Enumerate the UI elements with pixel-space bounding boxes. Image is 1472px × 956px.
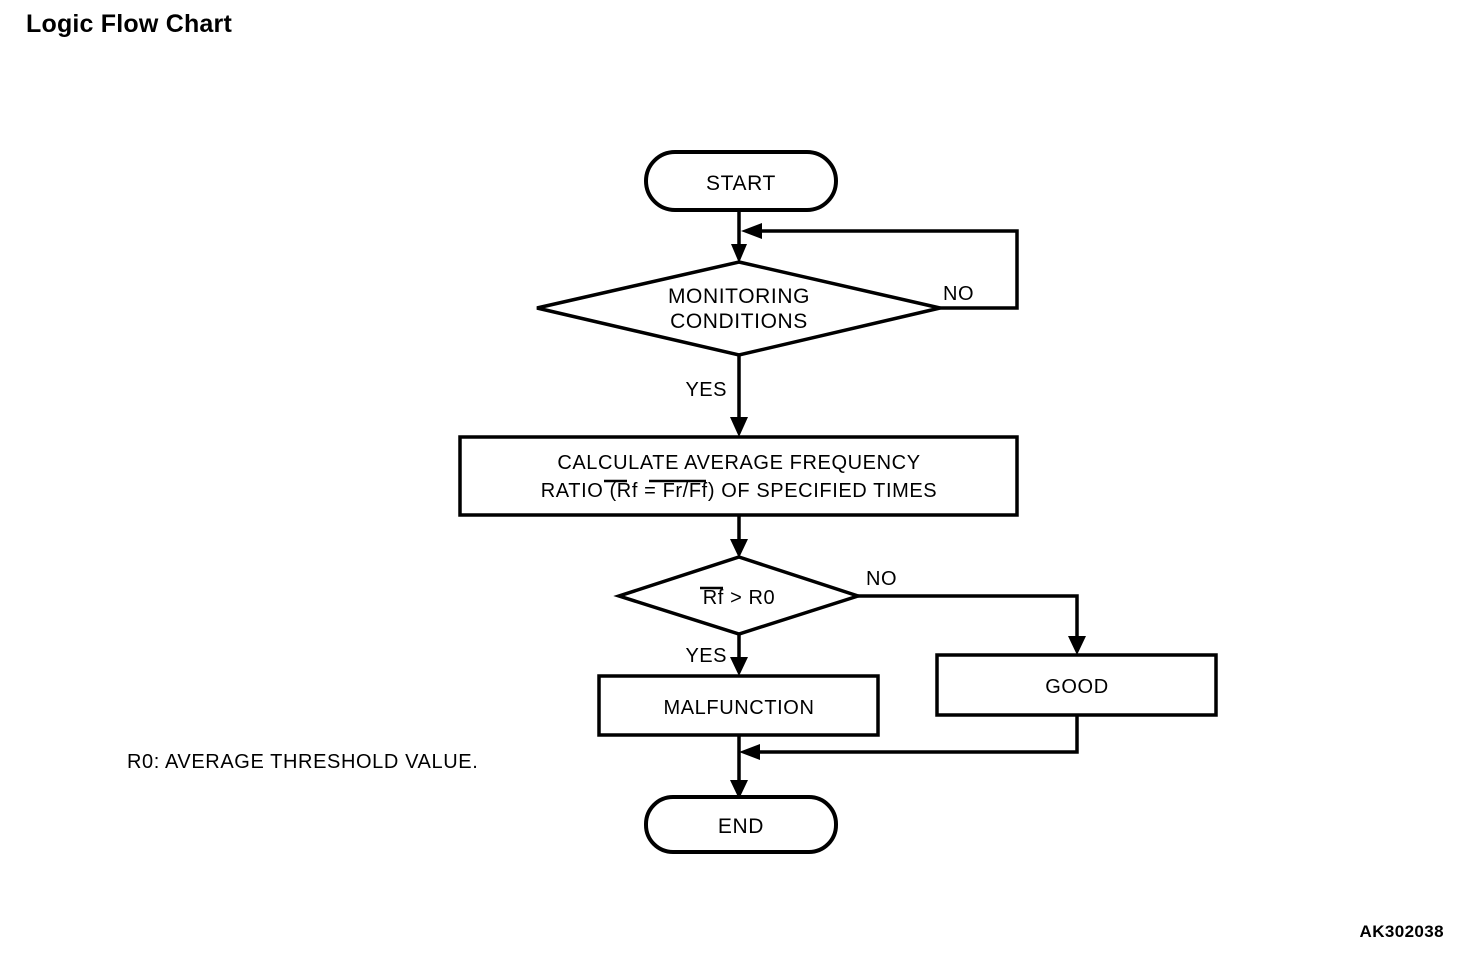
arrowhead-down (730, 539, 748, 558)
edge-malfunction-to-end (730, 735, 748, 799)
edge-monitoring-no-loop: NO (741, 223, 1019, 310)
edge-start-to-monitoring (731, 210, 747, 263)
arrowhead-down (731, 244, 747, 263)
arrowhead-left (741, 223, 762, 239)
arrowhead-down (730, 780, 748, 799)
watermark-code: AK302038 (1359, 922, 1444, 941)
start-shape (644, 150, 838, 212)
calculate-line2-pre: RATIO ( (541, 480, 617, 502)
calculate-line2-post: ) OF SPECIFIED TIMES (708, 480, 937, 502)
arrowhead-down (730, 657, 748, 676)
edge-compare-yes: YES (685, 634, 748, 676)
arrowhead-down (730, 417, 748, 437)
malfunction-label: MALFUNCTION (663, 697, 814, 719)
node-end: END (644, 795, 838, 854)
start-label: START (706, 172, 776, 195)
compare-label: Rf > R0 (703, 587, 776, 609)
calculate-label-line2: RATIO (Rf = Fr/Ff) OF SPECIFIED TIMES (541, 480, 938, 502)
arrowhead-down (1068, 636, 1086, 655)
branch-label-monitoring-no: NO (943, 283, 974, 305)
node-monitoring-conditions: MONITORING CONDITIONS (536, 260, 941, 357)
monitoring-label-line1: MONITORING (668, 285, 810, 308)
edge-good-to-end (739, 715, 1079, 760)
end-label: END (718, 815, 764, 838)
node-calculate: CALCULATE AVERAGE FREQUENCY RATIO (Rf = … (458, 435, 1019, 517)
legend-note: R0: AVERAGE THRESHOLD VALUE. (127, 751, 478, 773)
calculate-line2-mid: = (638, 480, 663, 502)
end-shape (644, 795, 838, 854)
calculate-line2-var1: Rf (617, 480, 638, 502)
page-title: Logic Flow Chart (26, 10, 232, 38)
compare-label-var: Rf (703, 587, 724, 609)
edge-compare-no: NO (858, 568, 1086, 655)
branch-label-compare-no: NO (866, 568, 897, 590)
monitoring-shape (536, 260, 941, 357)
node-compare: Rf > R0 (613, 555, 864, 636)
calculate-line2-var2: Fr/Ff (663, 480, 708, 502)
node-start: START (644, 150, 838, 212)
node-malfunction: MALFUNCTION (597, 674, 880, 737)
edge-calculate-to-compare (730, 515, 748, 558)
good-shape (935, 653, 1218, 717)
monitoring-label-line2: CONDITIONS (670, 310, 808, 333)
branch-label-monitoring-yes: YES (685, 379, 727, 401)
node-good: GOOD (935, 653, 1218, 717)
branch-label-compare-yes: YES (685, 645, 727, 667)
edge-monitoring-yes: YES (685, 355, 748, 437)
arrowhead-left (739, 744, 760, 760)
compare-label-rest: > R0 (724, 587, 775, 609)
good-label: GOOD (1045, 676, 1109, 698)
calculate-shape (458, 435, 1019, 517)
calculate-label-line1: CALCULATE AVERAGE FREQUENCY (557, 452, 920, 474)
